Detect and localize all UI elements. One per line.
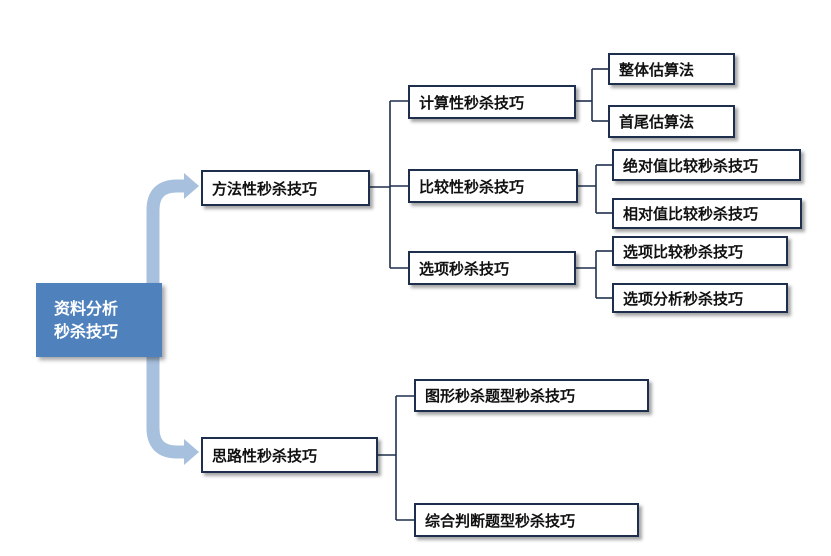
root-title-line2: 秒杀技巧 bbox=[54, 322, 119, 341]
leaf-compare-2-label: 相对值比较秒杀技巧 bbox=[623, 205, 759, 223]
root-node: 资料分析 秒杀技巧 bbox=[36, 283, 162, 357]
leaf-thinking-1-label: 图形秒杀题型秒杀技巧 bbox=[425, 387, 576, 405]
arrow-head-top bbox=[184, 173, 199, 199]
root-title-line1: 资料分析 bbox=[54, 299, 119, 318]
node-compare-label: 比较性秒杀技巧 bbox=[419, 177, 525, 196]
leaf-thinking-2-label: 综合判断题型秒杀技巧 bbox=[425, 511, 576, 530]
arrow-head-bottom bbox=[184, 439, 199, 465]
tree-lines bbox=[370, 68, 612, 521]
root-arrows bbox=[146, 179, 186, 459]
node-compare: 比较性秒杀技巧 bbox=[408, 169, 578, 203]
leaf-compare-1-label: 绝对值比较秒杀技巧 bbox=[623, 156, 759, 175]
node-thinking-label: 思路性秒杀技巧 bbox=[212, 446, 318, 465]
leaf-option-2-label: 选项分析秒杀技巧 bbox=[623, 289, 744, 308]
leaf-calc-2: 首尾估算法 bbox=[608, 105, 735, 138]
node-calc: 计算性秒杀技巧 bbox=[408, 85, 576, 119]
node-option: 选项秒杀技巧 bbox=[408, 251, 576, 285]
leaf-thinking-1: 图形秒杀题型秒杀技巧 bbox=[414, 379, 649, 412]
leaf-option-1: 选项比较秒杀技巧 bbox=[612, 236, 788, 266]
leaf-thinking-2: 综合判断题型秒杀技巧 bbox=[414, 503, 639, 537]
node-calc-label: 计算性秒杀技巧 bbox=[419, 93, 525, 112]
node-methods-label: 方法性秒杀技巧 bbox=[212, 179, 318, 198]
leaf-calc-1-label: 整体估算法 bbox=[619, 60, 695, 79]
node-methods: 方法性秒杀技巧 bbox=[201, 170, 370, 206]
node-thinking: 思路性秒杀技巧 bbox=[201, 437, 378, 473]
leaf-compare-1: 绝对值比较秒杀技巧 bbox=[612, 149, 801, 181]
leaf-option-1-label: 选项比较秒杀技巧 bbox=[623, 242, 744, 261]
leaf-calc-2-label: 首尾估算法 bbox=[619, 113, 695, 131]
node-option-label: 选项秒杀技巧 bbox=[419, 259, 510, 278]
leaf-option-2: 选项分析秒杀技巧 bbox=[612, 283, 788, 313]
leaf-calc-1: 整体估算法 bbox=[608, 53, 735, 85]
leaf-compare-2: 相对值比较秒杀技巧 bbox=[612, 198, 802, 229]
